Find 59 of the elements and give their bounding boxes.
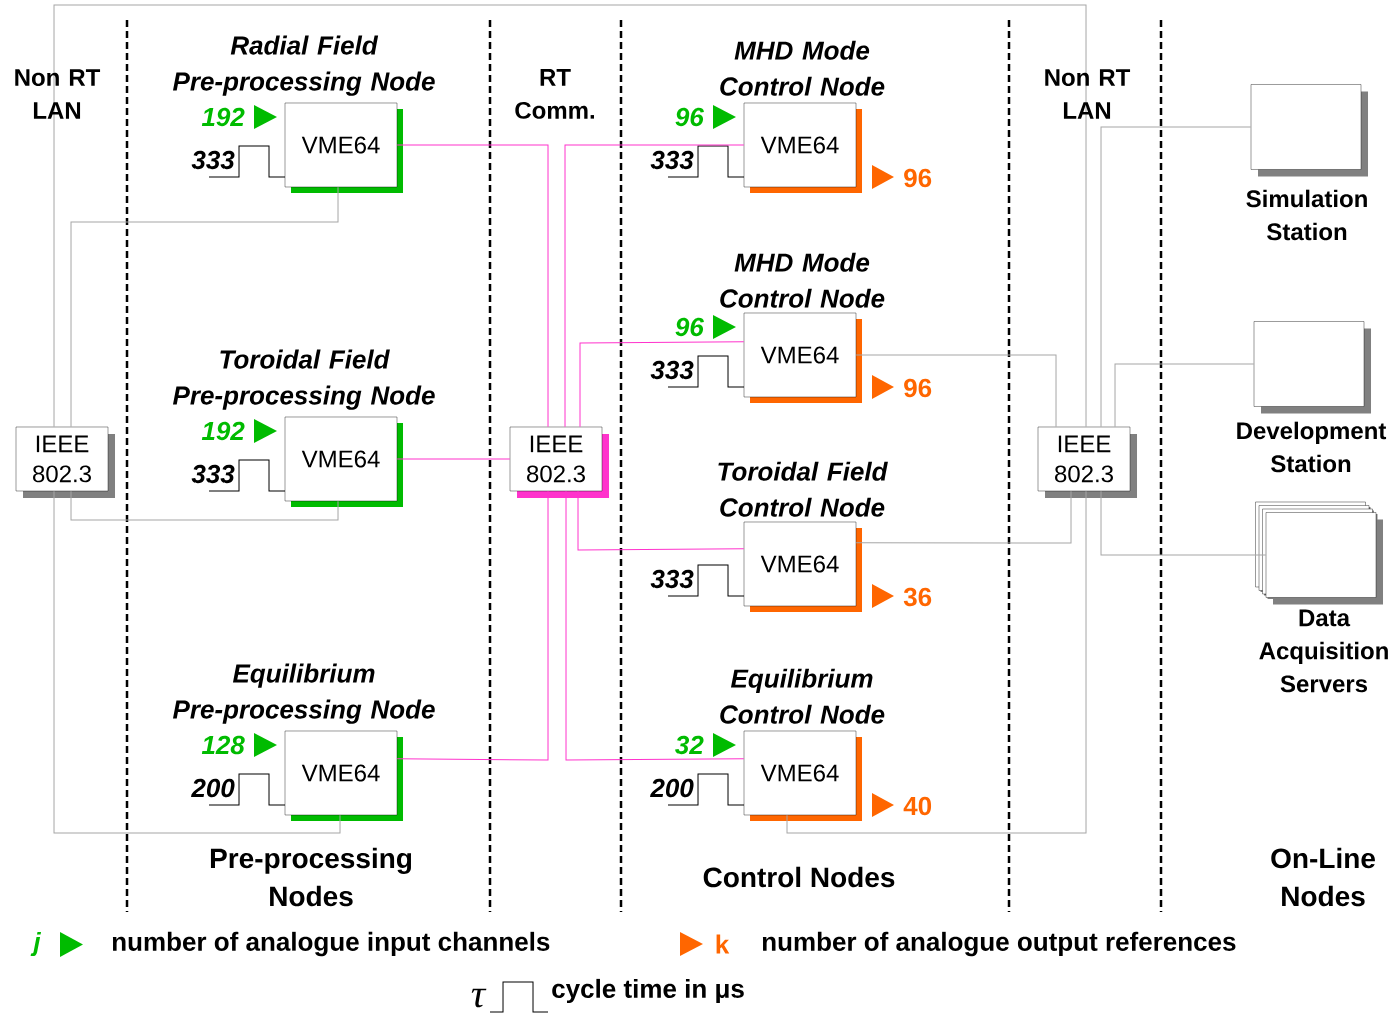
cycle-time: 200 <box>191 778 235 798</box>
cycle-time: 333 <box>191 150 235 170</box>
output-count: 96 <box>904 378 932 398</box>
legend-text: number of analogue input channels <box>112 931 550 957</box>
input-count: 32 <box>675 735 704 755</box>
output-count: 36 <box>903 587 932 607</box>
legend-symbol-label: j <box>30 931 42 957</box>
connector-line <box>1100 126 1252 428</box>
group-heading: On-Line Nodes <box>1271 847 1375 907</box>
cycle-time: 333 <box>650 360 694 380</box>
connector-line <box>1100 490 1267 556</box>
station-caption: Simulation Station <box>1246 189 1367 241</box>
input-count: 192 <box>201 421 245 441</box>
station-caption: Data Acquisition Servers <box>1259 609 1388 693</box>
connector-line <box>1114 363 1255 428</box>
legend-symbol-label: k <box>716 934 730 954</box>
node-heading: MHD Mode Control Node <box>720 40 885 96</box>
input-count: 192 <box>201 107 245 127</box>
node-heading: MHD Mode Control Node <box>720 252 885 308</box>
cycle-time: 200 <box>650 778 694 798</box>
column-heading: Non RT LAN <box>1045 69 1131 119</box>
node-heading: Equilibrium Pre-processing Node <box>173 663 435 724</box>
node-heading: Radial Field Pre-processing Node <box>173 35 435 96</box>
input-count: 128 <box>201 735 245 755</box>
connector-line <box>855 354 1057 428</box>
node-heading: Toroidal Field Pre-processing Node <box>173 349 435 410</box>
station-caption: Development Station <box>1237 421 1387 473</box>
connector-line <box>786 490 1087 834</box>
legend-symbol-label: τ <box>471 988 487 1008</box>
group-heading: Pre-processing Nodes <box>210 847 412 907</box>
column-heading: Non RT LAN <box>15 69 101 119</box>
legend-text: number of analogue output references <box>762 931 1236 957</box>
cycle-time: 333 <box>650 569 694 589</box>
node-heading: Equilibrium Control Node <box>720 668 885 724</box>
input-count: 96 <box>675 317 704 337</box>
cycle-time: 333 <box>650 150 694 170</box>
node-heading: Toroidal Field Control Node <box>718 461 888 517</box>
network-switch-box: IEEE 802.3 <box>15 426 115 498</box>
connector-line <box>577 490 745 551</box>
connector-line <box>579 341 745 428</box>
connector-line <box>53 490 341 834</box>
column-heading: RT Comm. <box>515 69 594 119</box>
connector-line <box>564 144 745 428</box>
cycle-time: 333 <box>191 464 235 484</box>
connector-line <box>396 458 511 460</box>
group-heading: Control Nodes <box>703 866 895 888</box>
legend-text: cycle time in μs <box>552 978 744 1004</box>
input-count: 96 <box>675 107 704 127</box>
connector-line <box>855 490 1072 544</box>
output-count: 40 <box>903 796 932 816</box>
connector-line <box>70 490 339 521</box>
network-switch-box: IEEE 802.3 <box>1037 426 1137 498</box>
connector-line <box>396 490 549 761</box>
connector-line <box>70 186 339 428</box>
output-count: 96 <box>904 168 932 188</box>
connector-line <box>565 490 745 761</box>
network-switch-box: IEEE 802.3 <box>509 426 609 498</box>
connector-line <box>53 4 1087 428</box>
connector-line <box>396 144 549 428</box>
